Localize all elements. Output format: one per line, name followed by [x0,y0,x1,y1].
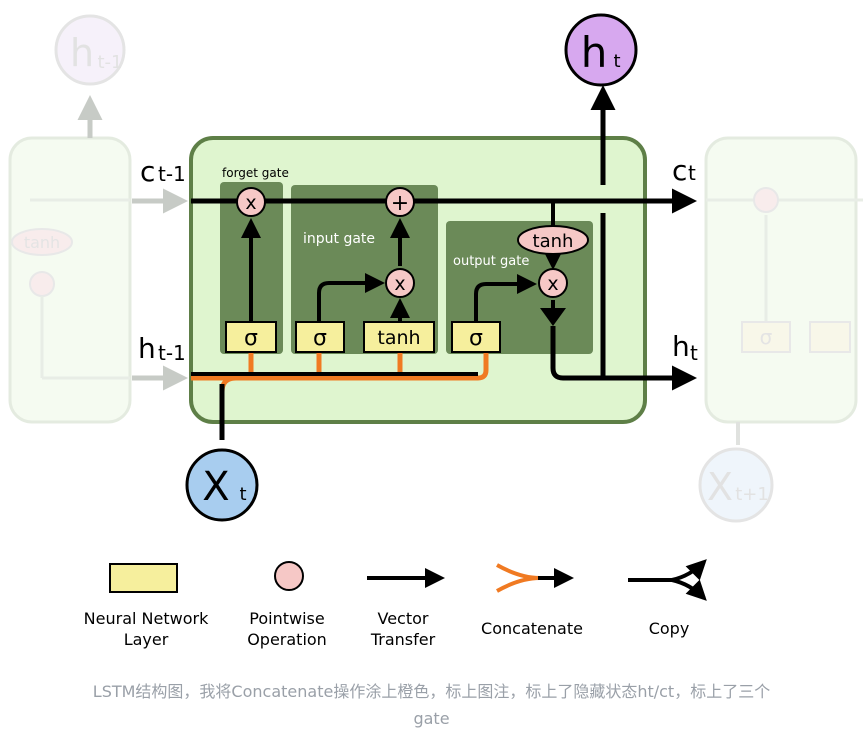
concatenate-overlay [191,350,488,380]
cell-add-op: + [385,187,415,217]
hidden-state-line [550,326,697,391]
c-out-label: c [672,154,687,187]
output-multiply-op: x [538,268,568,298]
input-multiply-text: x [394,273,405,295]
h-out-subscript: t [690,341,698,365]
x-next-label: X [707,465,733,509]
input-gate-label: input gate [303,231,375,247]
h-t-node: h t [564,13,638,87]
h-prev-subscript: t-1 [158,341,186,365]
legend-pointwise-label-1: Pointwise [249,609,324,628]
input-tanh-text: tanh [377,327,420,349]
legend-concatenate-icon [496,563,574,593]
x-t-subscript: t [239,484,246,505]
legend-copy-icon [628,559,707,601]
output-tanh-text: tanh [533,231,574,252]
x-t-node: X t [185,448,259,522]
c-prev-label: c [140,155,155,188]
forget-gate-label: forget gate [222,166,289,180]
legend-concatenate-label: Concatenate [481,619,583,638]
next-cell-faded: σ [704,136,863,445]
legend-layer-label-1: Neural Network [84,609,209,628]
svg-text:σ: σ [760,325,773,349]
input-sigma-layer: σ [295,321,345,353]
output-multiply-text: x [547,273,558,295]
input-multiply-op: x [385,268,415,298]
h-prev-out-subscript: t-1 [97,52,122,73]
input-tanh-layer: tanh [363,321,435,353]
legend-layer-label-2: Layer [124,630,169,649]
output-down-arrowhead [540,308,566,326]
legend-vector-label-1: Vector [378,609,429,628]
next-x-node: X t+1 [698,447,774,523]
input-sigma-arrow [317,273,385,322]
output-sigma-layer: σ [451,321,501,353]
legend-pointwise-label-2: Operation [247,630,327,649]
forget-multiply-op: x [236,187,266,217]
x-t-label: X [202,464,229,510]
output-sigma-text: σ [469,326,483,351]
forget-sigma-text: σ [244,326,258,351]
output-tanh-op: tanh [517,225,589,255]
legend-vector-label-2: Transfer [370,630,436,649]
legend: Neural Network Layer Pointwise Operation… [84,559,707,649]
caption-line-1: LSTM结构图，我将Concatenate操作涂上橙色，标上图注，标上了隐藏状态… [92,682,771,701]
cell-add-text: + [391,191,409,216]
output-gate-label: output gate [453,254,529,269]
legend-copy-label: Copy [649,619,690,638]
c-out-subscript: t [688,161,696,185]
forget-multiply-text: x [245,192,256,214]
output-sigma-arrow [474,274,537,322]
h-prev-out-label: h [70,31,94,75]
h-out-label: h [672,330,690,363]
c-prev-subscript: t-1 [158,162,186,186]
legend-layer-swatch [109,563,178,593]
h-t-out-subscript: t [613,51,620,72]
h-t-out-label: h [581,28,608,77]
svg-text:tanh: tanh [24,233,60,252]
forget-sigma-layer: σ [225,321,277,353]
h-prev-label: h [138,332,156,365]
figure-caption: LSTM结构图，我将Concatenate操作涂上橙色，标上图注，标上了隐藏状态… [40,678,823,732]
previous-cell-faded: tanh [8,136,132,424]
legend-pointwise-swatch [274,561,304,591]
previous-h-node: h t-1 [54,14,126,86]
x-next-subscript: t+1 [735,484,769,505]
input-sigma-text: σ [313,326,327,351]
caption-line-2: gate [413,709,450,728]
